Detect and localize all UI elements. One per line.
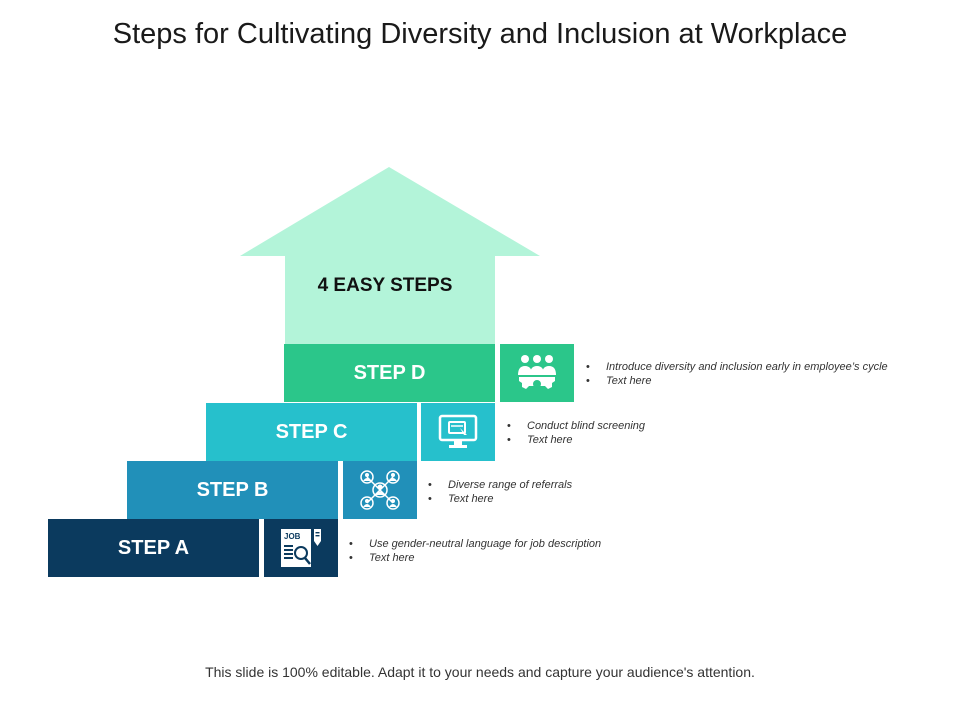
step-d-block: STEP D <box>284 344 495 402</box>
step-c-bullets: Conduct blind screening Text here <box>507 419 645 447</box>
step-b-block: STEP B <box>127 461 338 519</box>
step-c-icon-box <box>421 403 495 461</box>
list-item: Text here <box>349 551 601 565</box>
step-a-icon-box: JOB <box>264 519 338 577</box>
step-d-bullets: Introduce diversity and inclusion early … <box>586 360 888 388</box>
step-c-block: STEP C <box>206 403 417 461</box>
step-a-bullets: Use gender-neutral language for job desc… <box>349 537 601 565</box>
step-b-bullets: Diverse range of referrals Text here <box>428 478 572 506</box>
list-item: Introduce diversity and inclusion early … <box>586 360 888 374</box>
arrow-label: 4 EASY STEPS <box>317 275 453 296</box>
footer-note: This slide is 100% editable. Adapt it to… <box>205 664 755 680</box>
monitor-screening-icon <box>438 414 478 448</box>
list-item: Diverse range of referrals <box>428 478 572 492</box>
team-gear-icon <box>518 355 556 389</box>
list-item: Text here <box>428 492 572 506</box>
list-item: Conduct blind screening <box>507 419 645 433</box>
list-item: Text here <box>586 374 888 388</box>
referral-network-icon <box>360 470 400 510</box>
step-b-icon-box <box>343 461 417 519</box>
job-icon-text: JOB <box>284 532 301 541</box>
list-item: Use gender-neutral language for job desc… <box>349 537 601 551</box>
step-a-block: STEP A <box>48 519 259 577</box>
page-title: Steps for Cultivating Diversity and Incl… <box>112 18 848 50</box>
job-search-document-icon: JOB <box>281 529 321 567</box>
list-item: Text here <box>507 433 645 447</box>
step-d-icon-box <box>500 344 574 402</box>
